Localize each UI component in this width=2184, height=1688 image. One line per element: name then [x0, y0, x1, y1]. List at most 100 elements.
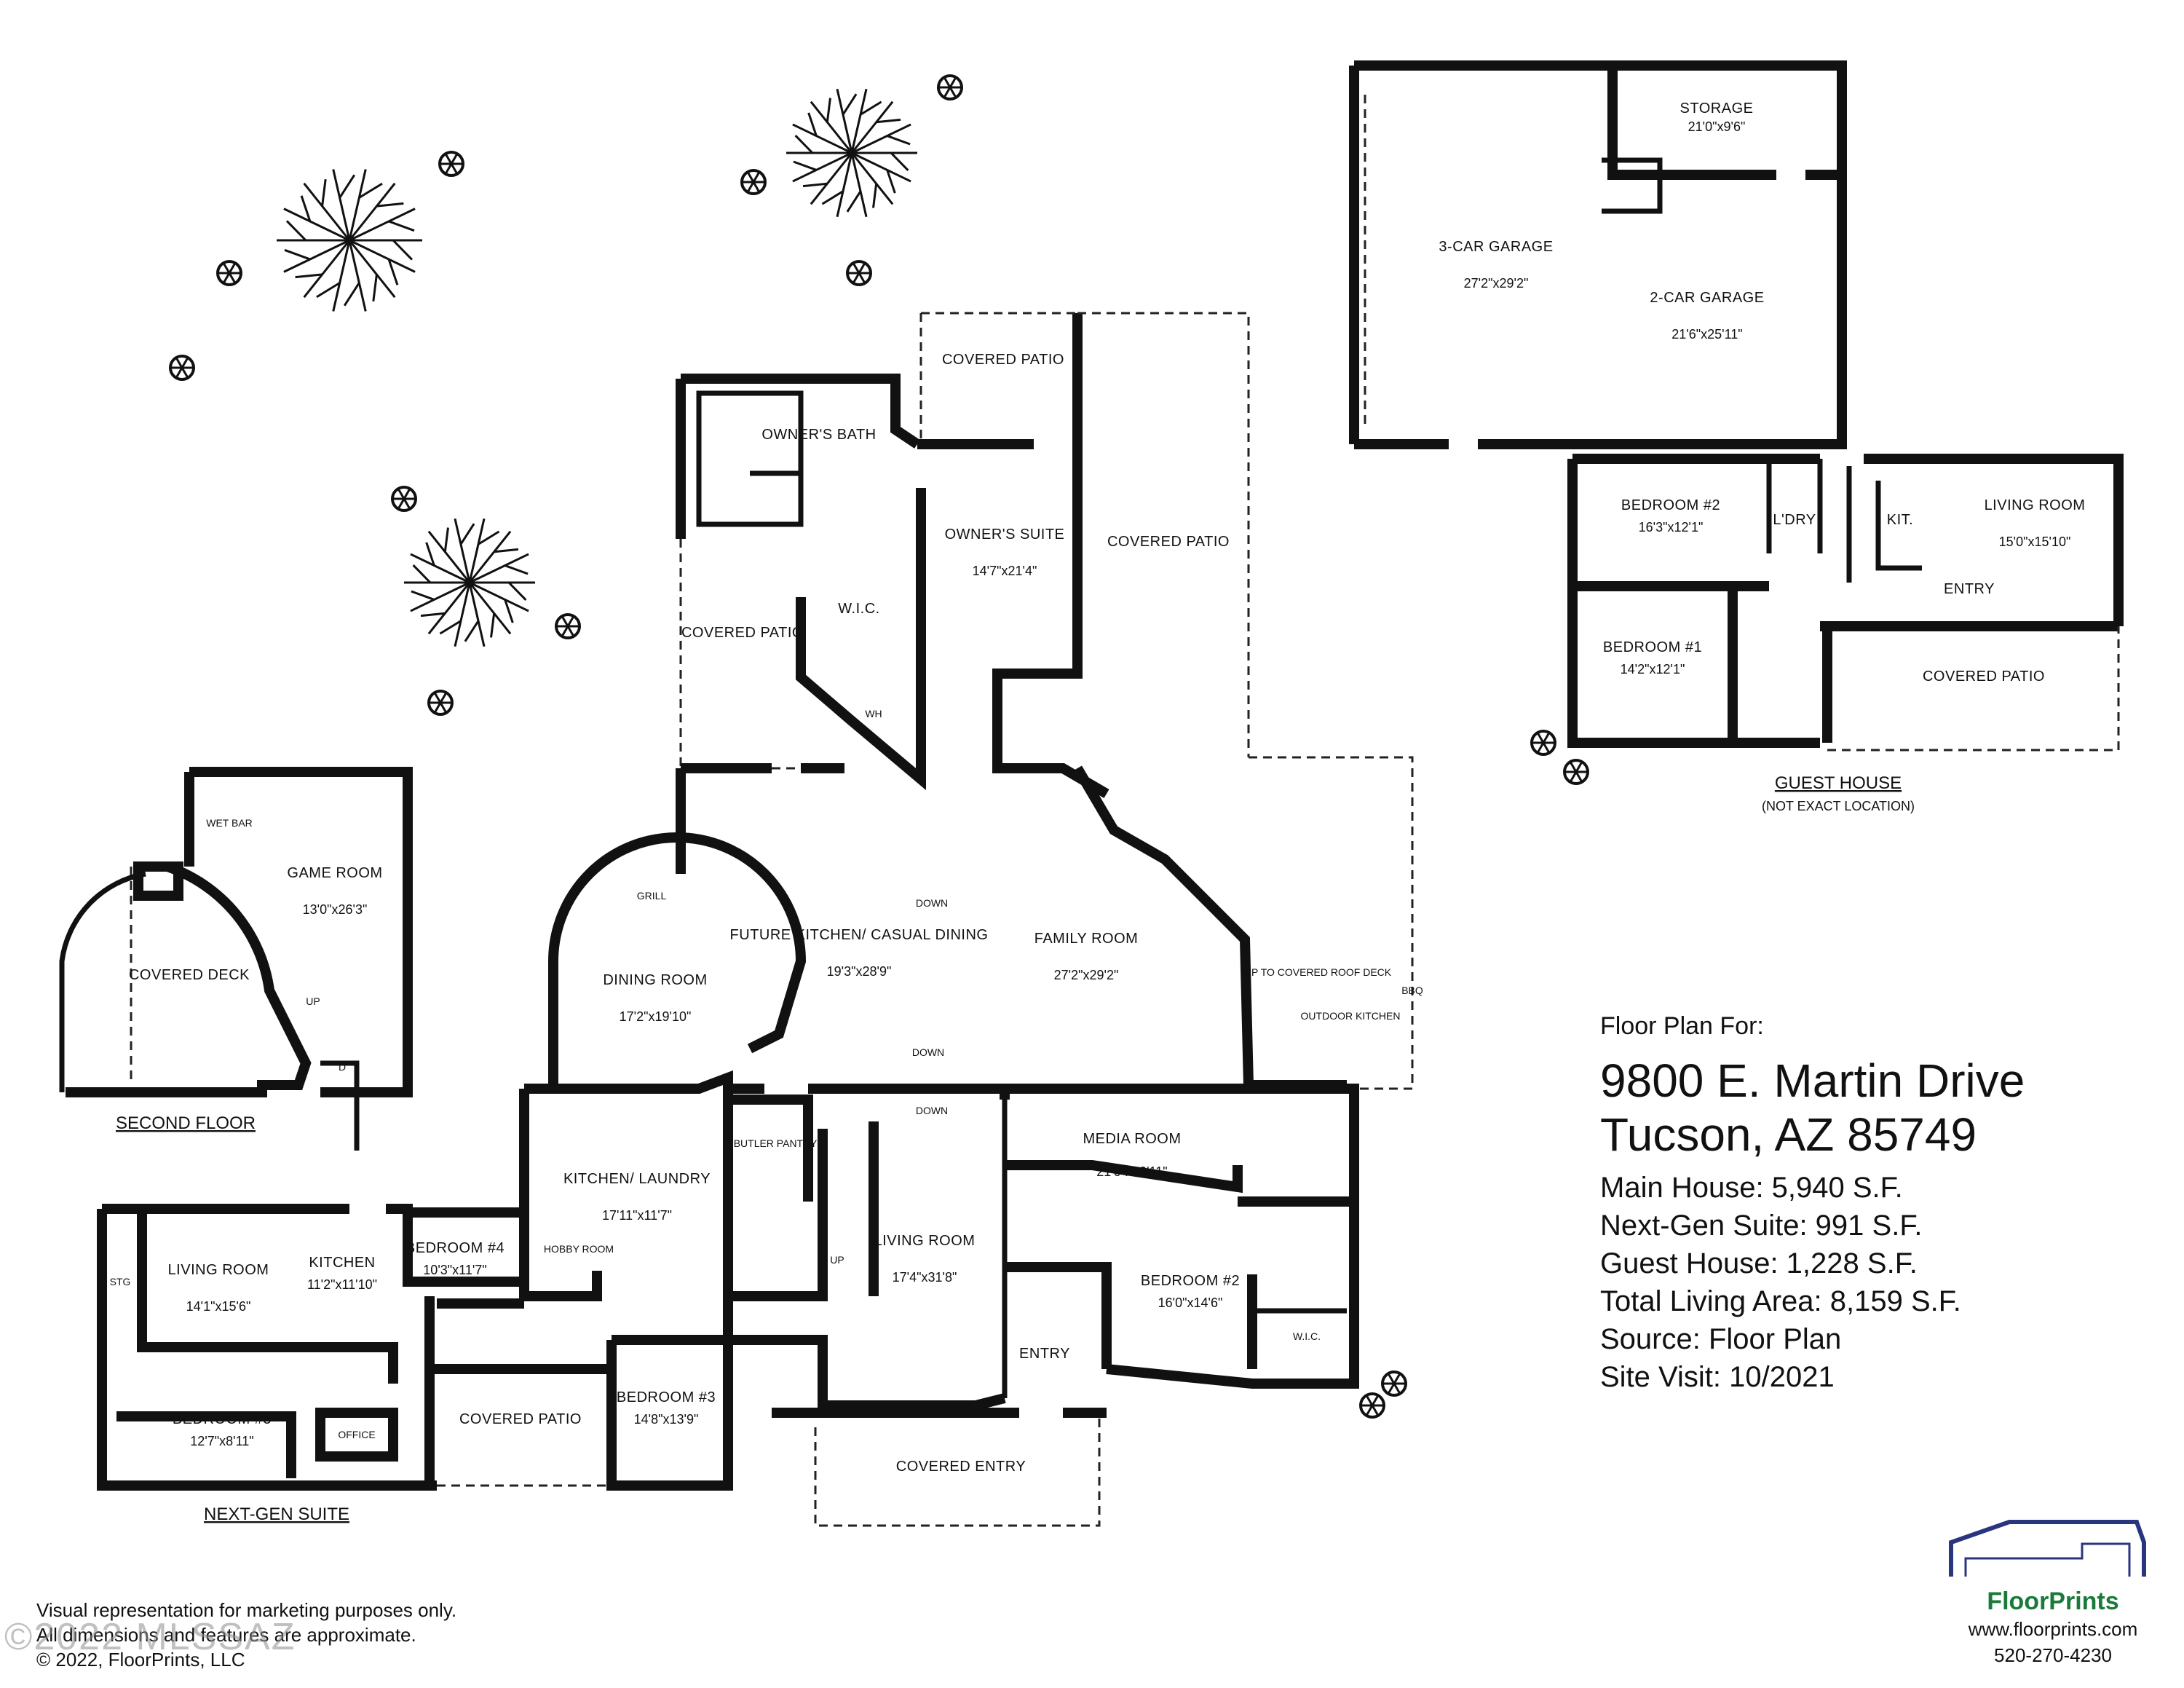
room-dims: 17'2"x19'10" [620, 1009, 692, 1024]
room-dims: 16'3"x12'1" [1639, 520, 1704, 535]
address-line-1: 9800 E. Martin Drive [1600, 1054, 2025, 1107]
shrub-branch [222, 262, 231, 274]
shrub-branch [397, 488, 405, 500]
shrub-branch [450, 153, 459, 165]
shrub-icons [169, 74, 1589, 1419]
room-dims: 13'0"x26'3" [303, 902, 368, 917]
shrub-branch [1371, 1405, 1380, 1416]
shrub-branch [439, 702, 448, 714]
shrub-branch [1393, 1373, 1401, 1384]
caption: Floor Plan For: [1600, 1012, 1764, 1040]
room-dims: 21'0"x9'6" [1688, 119, 1746, 134]
room-name: KITCHEN/ LAUNDRY [563, 1171, 711, 1187]
room-name: STG [110, 1276, 131, 1287]
room-dims: 21'0"x10'11" [1096, 1164, 1167, 1179]
shrub-branch [433, 702, 442, 714]
floorprints-logo-icon [1949, 1520, 2146, 1577]
room-name: STORAGE [1680, 100, 1754, 117]
shrub-branch [1575, 771, 1583, 783]
stair-down-label: DOWN [916, 897, 948, 909]
main-house-area: Main House: 5,940 S.F. [1600, 1172, 1903, 1204]
shrub-branch [949, 76, 957, 88]
source: Source: Floor Plan [1600, 1323, 1842, 1355]
room-name: WET BAR [206, 817, 253, 829]
shrub-branch [566, 615, 575, 627]
room-name: LIVING ROOM [168, 1262, 269, 1278]
copyright: © 2022, FloorPrints, LLC [36, 1649, 245, 1671]
room-dims: 21'6"x25'11" [1671, 327, 1742, 342]
shrub-branch [858, 272, 866, 284]
room-name: KITCHEN [309, 1255, 375, 1271]
shrub-branch [561, 615, 569, 627]
guest-house-label: GUEST HOUSE [1775, 773, 1902, 793]
shrub-branch [175, 367, 183, 379]
stair-up-label: UP [306, 995, 320, 1007]
room-dims: 27'2"x29'2" [1054, 968, 1119, 982]
guest-house-note: (NOT EXACT LOCATION) [1762, 799, 1915, 813]
brand-block: FloorPrints www.floorprints.com 520-270-… [1936, 1544, 2169, 1668]
room-name: FAMILY ROOM [1034, 931, 1139, 947]
room-name: COVERED PATIO [1107, 534, 1230, 550]
room-dims: 16'0"x14'6" [1158, 1295, 1223, 1310]
shrub-branch [433, 692, 442, 703]
room-dims: 14'1"x15'6" [186, 1299, 251, 1314]
room-name: COVERED PATIO [459, 1411, 582, 1427]
room-name: GAME ROOM [287, 865, 382, 881]
shrub-branch [852, 272, 860, 284]
property-info: Floor Plan For: 9800 E. Martin Drive Tuc… [1600, 1012, 2168, 1396]
room-name: OWNER'S BATH [761, 427, 876, 443]
shrub-branch [403, 488, 411, 500]
disclaimer-line: Visual representation for marketing purp… [36, 1599, 457, 1621]
room-name: W.I.C. [1293, 1330, 1321, 1342]
shrub-branch [1542, 742, 1551, 754]
shrub-branch [752, 181, 761, 193]
room-name: BEDROOM #2 [1621, 497, 1720, 513]
room-name: LIVING ROOM [1985, 497, 2086, 513]
room-name: 2-CAR GARAGE [1650, 290, 1764, 306]
main-house-walls [519, 312, 1414, 1527]
shrub-branch [1569, 761, 1578, 773]
grill-label: GRILL [637, 890, 667, 902]
shrub-branch [1575, 761, 1583, 773]
room-dims: 14'7"x21'4" [973, 564, 1037, 578]
shrub-branch [444, 163, 453, 175]
room-dims: 11'2"x11'10" [307, 1277, 377, 1292]
shrub-branch [1393, 1383, 1401, 1395]
brand-phone: 520-270-4230 [1994, 1644, 2112, 1666]
wh-label: WH [865, 708, 882, 719]
room-name: L'DRY [1773, 512, 1816, 528]
shrub-branch [403, 498, 411, 510]
shrub-branch [1365, 1405, 1374, 1416]
shrub-branch [1542, 732, 1551, 744]
shrub-branch [1371, 1395, 1380, 1406]
shrub-branch [1569, 771, 1578, 783]
next-gen-walls [97, 1204, 612, 1491]
room-name: BEDROOM #2 [1141, 1273, 1240, 1289]
tree-icon [404, 518, 535, 647]
room-name: COVERED DECK [129, 967, 250, 983]
room-dims: 12'7"x8'11" [190, 1434, 253, 1448]
room-name: COVERED ENTRY [896, 1459, 1026, 1475]
room-dims: 17'11"x11'7" [602, 1208, 672, 1223]
room-dims: 15'0"x15'10" [1999, 535, 2071, 549]
shrub-branch [746, 181, 755, 193]
mls-watermark: ©2022 MLSSAZ [4, 1616, 296, 1658]
room-dims: 10'3"x11'7" [423, 1263, 486, 1277]
brand-website[interactable]: www.floorprints.com [1968, 1618, 2138, 1640]
room-name: LIVING ROOM [874, 1233, 976, 1249]
shrub-branch [746, 171, 755, 183]
room-name: HOBBY ROOM [544, 1243, 614, 1255]
shrub-branch [943, 76, 951, 88]
bbq-label: BBQ [1401, 985, 1423, 996]
shrub-branch [228, 272, 237, 284]
brand-name: FloorPrints [1987, 1588, 2119, 1615]
next-gen-label: NEXT-GEN SUITE [204, 1504, 349, 1524]
stair-down-label: DOWN [912, 1046, 944, 1058]
room-name: BEDROOM #5 [173, 1411, 272, 1427]
total-living-area: Total Living Area: 8,159 S.F. [1600, 1285, 1961, 1317]
shrub-branch [222, 272, 231, 284]
shrub-branch [566, 626, 575, 637]
room-dims: 14'8"x13'9" [634, 1412, 699, 1427]
room-dims: 14'2"x12'1" [1621, 662, 1685, 677]
guest-house-walls [1567, 454, 2124, 752]
